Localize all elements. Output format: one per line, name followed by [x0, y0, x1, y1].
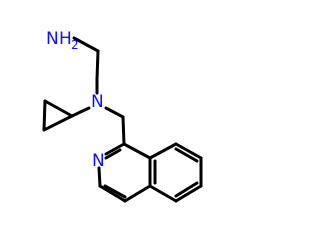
- cyclopropyl-bond-3: [42, 114, 74, 132]
- ring-bond-c5-c4a: [148, 184, 178, 203]
- molecule-structure-diagram: N H 2 N N: [42, 29, 203, 203]
- ring-nitrogen-symbol: N: [92, 151, 105, 171]
- bond-nh2-c1: [72, 36, 100, 53]
- amine-label: N H 2: [46, 29, 79, 52]
- ring-nitrogen-label: N: [92, 151, 105, 171]
- cyclopropyl-bond-1: [43, 99, 74, 118]
- ring-bond-c6-c5: [174, 184, 203, 203]
- ring-bond-c8-c7: [174, 142, 203, 160]
- cyclopropyl-bond-2: [42, 99, 47, 132]
- bond-c1-c2: [95, 49, 100, 81]
- ring-bond-c8a-c8: [148, 142, 178, 160]
- molecule-drawing: N H 2 N N: [42, 29, 203, 203]
- ring-bond-c3-c4: [98, 184, 127, 203]
- ring-bond-c8a-c1: [122, 142, 152, 160]
- ring-bond-c1-n: [104, 142, 126, 156]
- bond-n-cyclopropyl: [70, 106, 91, 118]
- bond-n-ch2: [104, 106, 125, 119]
- ring-bond-c4-c4a: [123, 184, 152, 203]
- amine-hydrogen-symbol: H: [59, 29, 72, 49]
- isoquinoline-ring: [97, 142, 203, 203]
- ring-bond-n-c3: [97, 166, 102, 188]
- cyclopropyl-ring: [42, 99, 91, 132]
- ethylenediamine-chain: [72, 36, 100, 95]
- ring-bond-c1-n-double: [104, 148, 122, 160]
- amine-hydrogen-count: 2: [71, 38, 79, 52]
- ring-bond-c3-c4-double: [103, 184, 127, 199]
- bond-ch2-c1: [121, 115, 126, 146]
- tertiary-nitrogen-symbol: N: [91, 92, 104, 112]
- amine-nitrogen-symbol: N: [46, 29, 59, 49]
- methylene-linker: [104, 106, 126, 146]
- tertiary-nitrogen-label: N: [91, 92, 104, 112]
- ring-bond-c8-c7-double: [174, 147, 199, 163]
- ring-bond-c6-c5-double: [174, 181, 199, 198]
